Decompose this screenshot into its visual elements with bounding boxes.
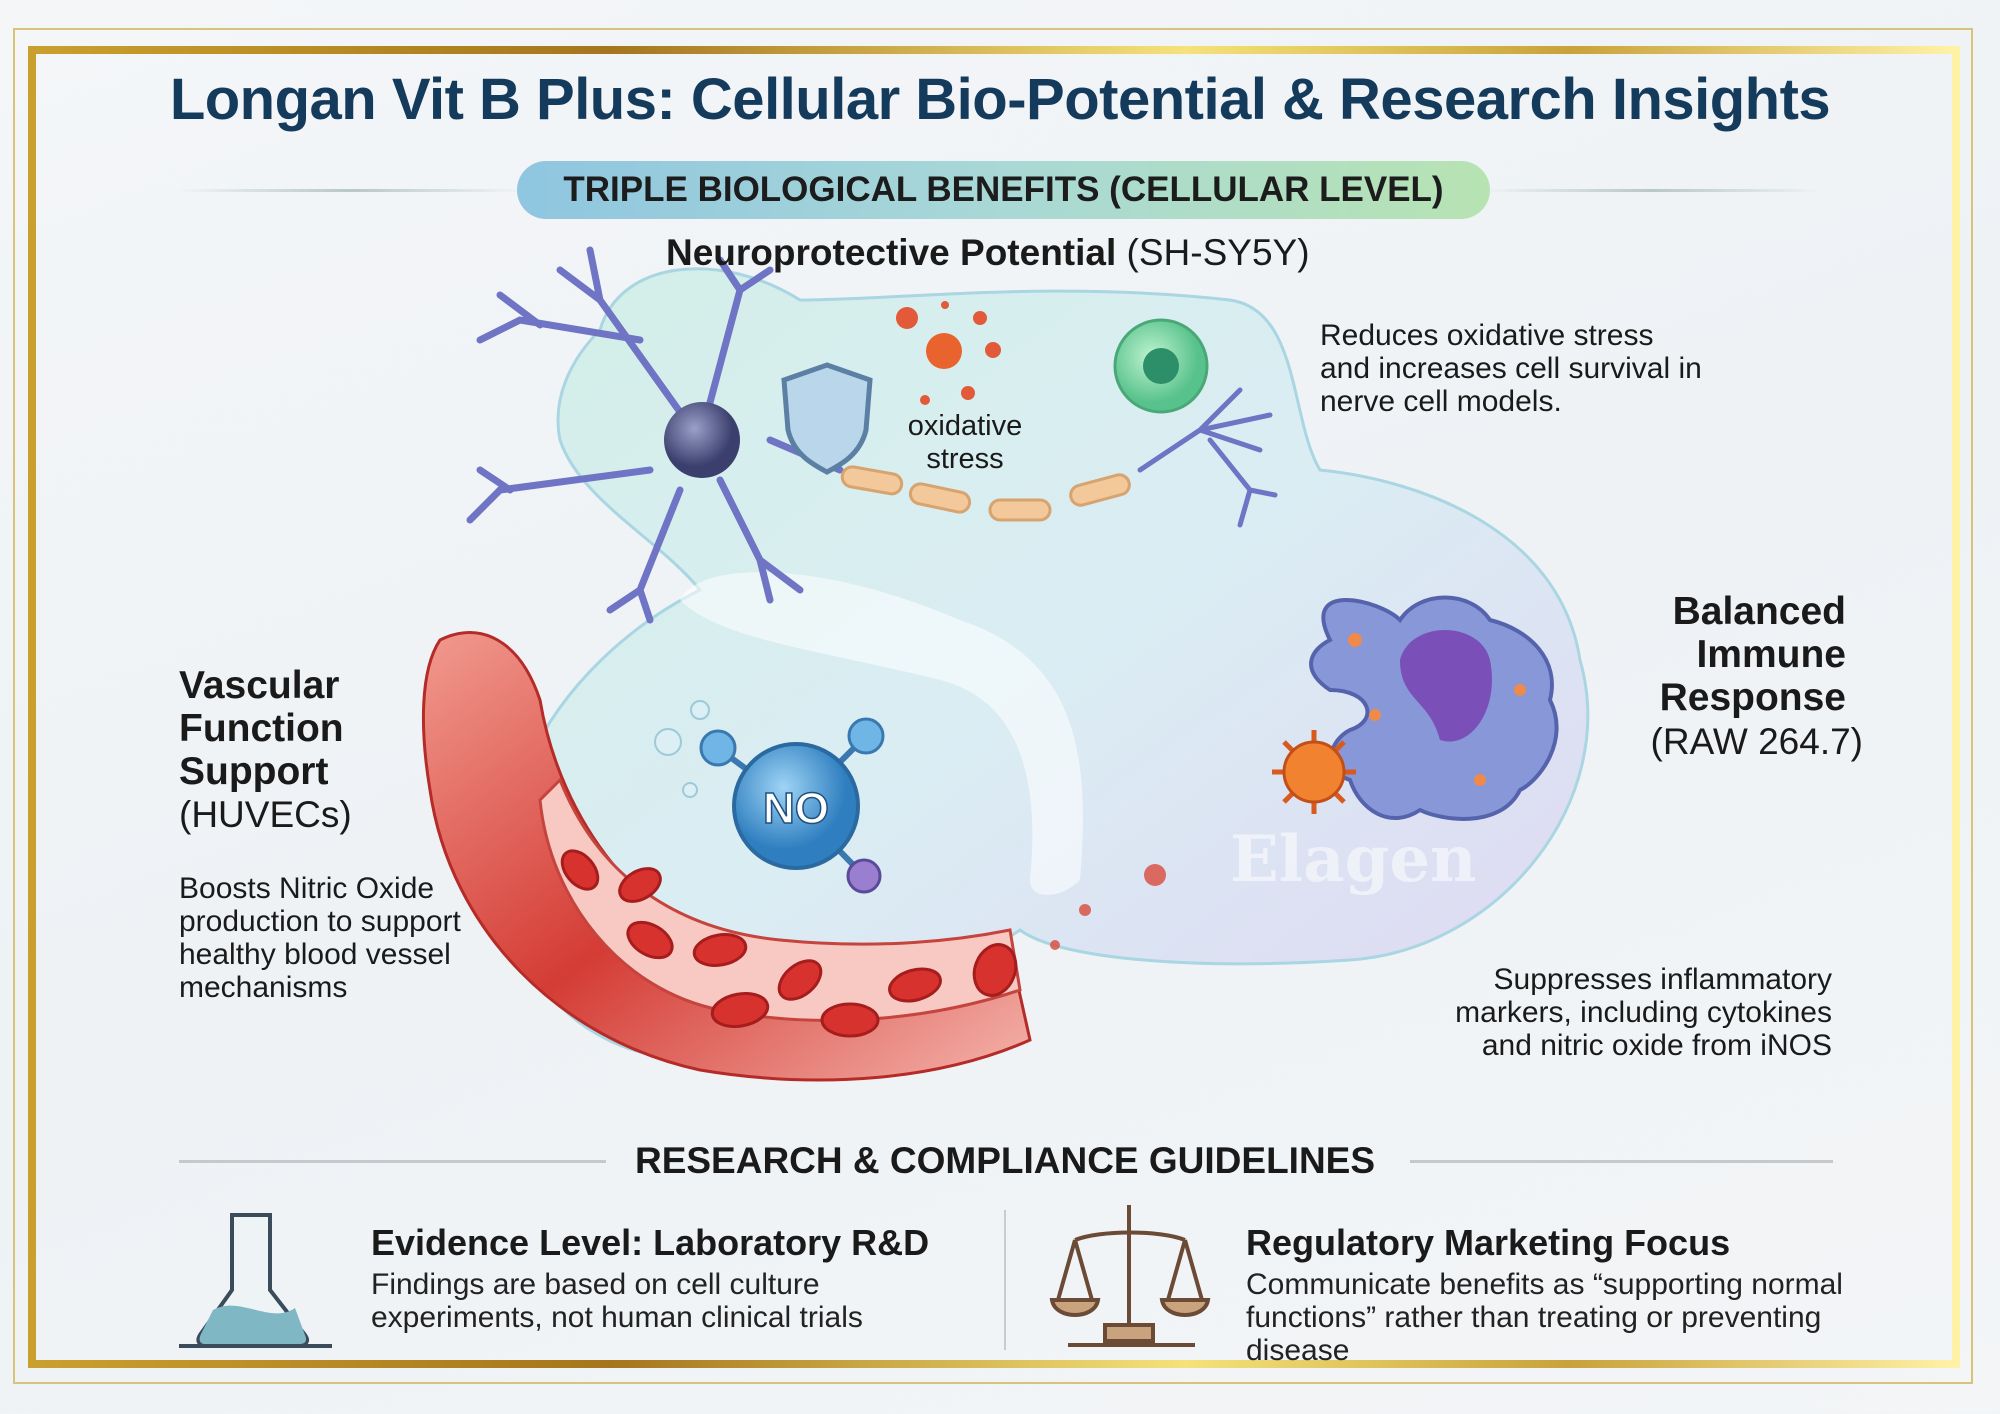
guidelines-heading: RESEARCH & COMPLIANCE GUIDELINES xyxy=(634,1140,1376,1181)
neuro-description: Reduces oxidative stress and increases c… xyxy=(1320,319,1702,418)
oxidative-particles xyxy=(896,301,1001,405)
regulatory-title: Regulatory Marketing Focus xyxy=(1246,1222,1731,1263)
regulatory-body: Communicate benefits as “supporting norm… xyxy=(1246,1268,1843,1367)
outer-frame xyxy=(13,28,1973,1384)
guideline-evidence: Evidence Level: Laboratory R&D Findings … xyxy=(371,1222,929,1334)
guideline-regulatory: Regulatory Marketing Focus Communicate b… xyxy=(1246,1222,1916,1367)
immune-heading-line1: Balanced xyxy=(1672,590,1846,633)
evidence-body: Findings are based on cell culture exper… xyxy=(371,1268,863,1334)
shield-icon xyxy=(781,362,873,475)
vascular-heading-line3: Support xyxy=(179,750,329,793)
no-molecule-label: NO xyxy=(762,783,830,834)
axon xyxy=(840,465,1131,522)
evidence-title: Evidence Level: Laboratory R&D xyxy=(371,1222,930,1263)
red-blood-cells xyxy=(560,849,1018,1038)
immune-heading-line2: Immune xyxy=(1696,633,1846,676)
guidelines-rule-left xyxy=(179,1160,606,1163)
macrophage-nucleus xyxy=(1400,630,1492,742)
vascular-cell-line: (HUVECs) xyxy=(179,794,352,835)
immune-heading-line3: Response xyxy=(1659,676,1846,719)
neuro-heading: Neuroprotective Potential (SH-SY5Y) xyxy=(666,232,1310,274)
neuro-cell-line: (SH-SY5Y) xyxy=(1126,232,1310,273)
banner-rule-right xyxy=(1482,189,1822,192)
immune-description: Suppresses inflammatory markers, includi… xyxy=(1455,963,1832,1062)
stress-label-line1: oxidative xyxy=(907,410,1023,442)
stress-label-line2: stress xyxy=(926,443,1004,475)
oxidative-stress-label: oxidative stress xyxy=(900,410,1030,476)
vascular-heading-line1: Vascular xyxy=(179,664,340,707)
vascular-heading: Vascular Function Support (HUVECs) xyxy=(179,664,352,836)
immune-cell-line: (RAW 264.7) xyxy=(1650,721,1863,762)
vascular-description: Boosts Nitric Oxide production to suppor… xyxy=(179,872,461,1004)
immune-heading: Balanced Immune Response xyxy=(1660,590,1846,719)
gold-frame xyxy=(28,46,1960,1368)
vascular-heading-line2: Function xyxy=(179,707,344,750)
watermark: Elagen xyxy=(1230,822,1477,897)
bacterium xyxy=(1272,730,1356,814)
nitric-oxide-molecule xyxy=(699,717,885,894)
banner-rule-left xyxy=(175,189,525,192)
neuron xyxy=(466,246,844,624)
neuro-title: Neuroprotective Potential xyxy=(666,232,1117,273)
guidelines-rule-right xyxy=(1410,1160,1833,1163)
neuron-soma xyxy=(664,402,740,478)
page-title: Longan Vit B Plus: Cellular Bio-Potentia… xyxy=(169,67,1831,132)
benefits-banner: TRIPLE BIOLOGICAL BENEFITS (CELLULAR LEV… xyxy=(517,161,1490,219)
